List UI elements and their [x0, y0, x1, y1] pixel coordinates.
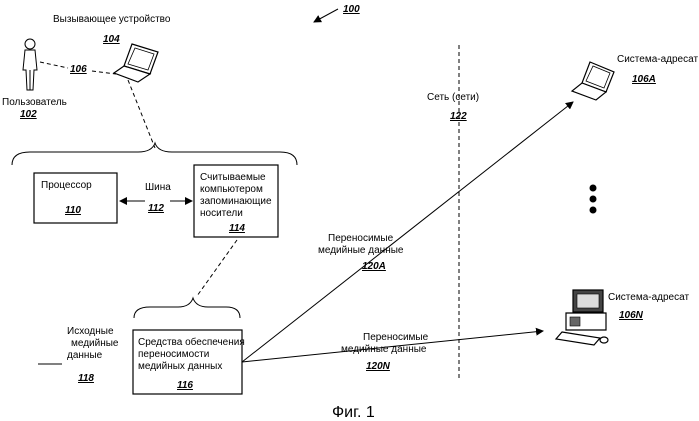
- figure-ref-marker: 100: [314, 4, 360, 22]
- figure-ref: 100: [343, 4, 360, 15]
- caller-laptop-icon: [114, 44, 158, 82]
- source-media-line-1: Исходные: [67, 326, 114, 337]
- portable-n-ref: 120N: [366, 361, 391, 372]
- source-media-line-3: данные: [67, 350, 103, 361]
- portable-n-line-1: Переносимые: [363, 332, 429, 343]
- network-ref: 122: [450, 111, 467, 122]
- portability-line-1: Средства обеспечения: [138, 336, 245, 348]
- storage-line-4: носители: [200, 208, 243, 219]
- user-ref: 102: [20, 109, 37, 120]
- target-n-ref: 106N: [619, 310, 644, 321]
- portable-a-arrow: [242, 102, 573, 362]
- user-device-link: [40, 62, 68, 68]
- source-media-ref: 118: [78, 373, 94, 384]
- target-a-laptop-icon: [572, 62, 614, 100]
- storage-line-2: компьютером: [200, 184, 263, 195]
- source-media-line-2: медийные: [71, 338, 119, 349]
- caller-device-ref: 104: [103, 34, 120, 45]
- portability-ref: 116: [177, 380, 193, 391]
- storage-line-1: Считываемые: [200, 172, 266, 183]
- target-n-desktop-icon: [556, 290, 608, 345]
- caller-device-label: Вызывающее устройство: [53, 14, 171, 25]
- storage-ref: 114: [229, 223, 245, 234]
- target-a-ref: 106A: [632, 74, 656, 85]
- bus-ref: 112: [148, 203, 164, 214]
- target-n-label: Система-адресат: [608, 292, 689, 303]
- portable-a-ref: 120A: [362, 261, 386, 272]
- network-label: Сеть (сети): [427, 92, 479, 103]
- portability-brace: [134, 298, 240, 318]
- target-a-label: Система-адресат: [617, 54, 698, 65]
- portable-n-line-2: медийные данные: [341, 344, 427, 355]
- portability-line-3: медийных данных: [138, 361, 222, 372]
- storage-brace-link: [197, 240, 237, 296]
- portable-a-line-1: Переносимые: [328, 233, 394, 244]
- processor-ref: 110: [65, 205, 81, 216]
- processor-label: Процессор: [41, 180, 92, 191]
- user-link-ref: 106: [70, 64, 87, 75]
- portable-a-line-2: медийные данные: [318, 245, 404, 256]
- storage-line-3: запоминающие: [200, 196, 272, 207]
- user-device-link-2: [92, 71, 116, 74]
- figure-caption: Фиг. 1: [332, 404, 375, 421]
- more-targets-ellipsis: [590, 185, 597, 214]
- user-icon: [23, 39, 37, 90]
- portability-line-2: переносимости: [138, 349, 209, 360]
- device-brace-link: [128, 80, 155, 148]
- bus-label: Шина: [145, 182, 171, 193]
- user-label: Пользователь: [2, 97, 67, 108]
